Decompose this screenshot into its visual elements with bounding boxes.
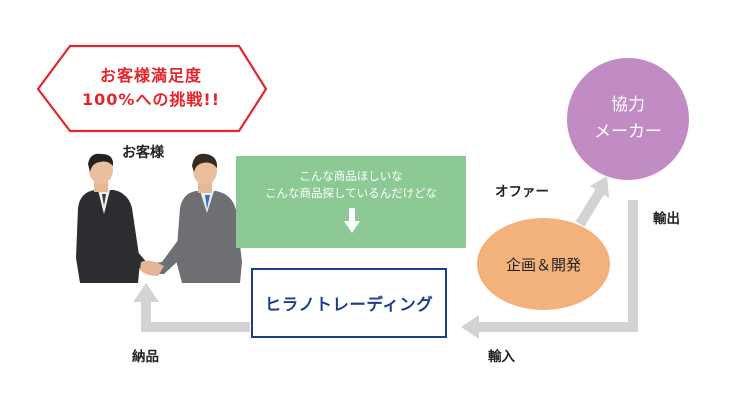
planning-development-ellipse: 企画＆開発: [477, 218, 610, 310]
delivery-label: 納品: [132, 349, 159, 365]
offer-label: オファー: [495, 184, 549, 200]
partner-maker-circle: 協力 メーカー: [567, 58, 689, 180]
badge-line-1: お客様満足度: [99, 66, 202, 85]
import-label: 輸入: [488, 349, 515, 365]
badge-outline: [36, 44, 268, 133]
offer-arrow: [575, 187, 606, 227]
maker-line-2: メーカー: [594, 122, 662, 142]
offer-arrowhead: [590, 176, 609, 198]
request-line-1: こんな商品ほしいな: [299, 169, 403, 183]
company-name: ヒラノトレーディング: [264, 295, 434, 314]
export-label: 輸出: [653, 211, 680, 227]
badge-text: お客様満足度 100%への挑戦!!: [58, 64, 244, 112]
delivery-arrow: [141, 300, 250, 332]
customer-label: お客様: [122, 145, 164, 161]
customer-request-text: こんな商品ほしいな こんな商品探しているんだけどな: [236, 168, 466, 202]
export-import-arrow: [477, 200, 638, 332]
customer-request-box: こんな商品ほしいな こんな商品探しているんだけどな: [236, 156, 466, 248]
development-label: 企画＆開発: [505, 255, 581, 274]
businessman-right-icon: [140, 153, 242, 283]
down-arrow-icon: [344, 208, 360, 233]
delivery-arrowhead: [133, 283, 159, 302]
company-box: ヒラノトレーディング: [251, 268, 447, 338]
request-line-2: こんな商品探しているんだけどな: [265, 186, 437, 200]
import-arrowhead: [461, 315, 479, 339]
maker-line-1: 協力: [611, 95, 645, 115]
badge-line-2: 100%への挑戦!!: [81, 90, 221, 109]
